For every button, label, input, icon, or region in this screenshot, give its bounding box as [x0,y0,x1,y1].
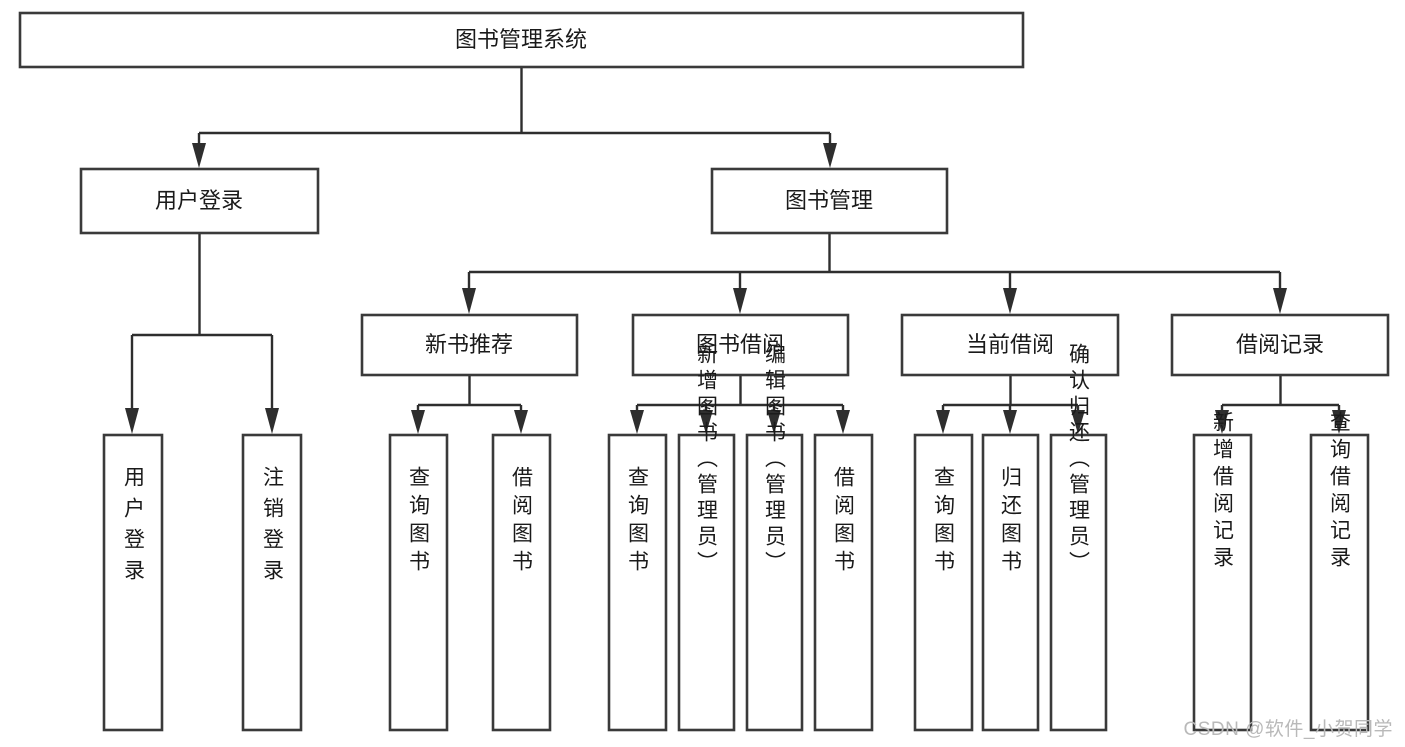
arrow-head-icon [699,410,713,434]
leaf-label: 查询图书 [407,466,431,578]
leaf-current-borrow-1[interactable]: 查询图书 [913,433,974,732]
connector-user-login-to-leaves [125,233,279,434]
node-new-book-recommend[interactable]: 新书推荐 [360,313,579,377]
leaf-new-book-1[interactable]: 查询图书 [388,433,449,732]
arrow-head-icon [462,288,476,314]
connector-book-borrow-to-leaves [630,375,850,434]
node-user-login-box[interactable] [79,167,320,235]
node-current-borrow-label: 当前借阅 [966,332,1054,357]
node-book-manage-label: 图书管理 [785,188,873,213]
node-root-box[interactable] [18,11,1025,69]
arrow-head-icon [630,410,644,434]
leaf-box[interactable] [677,433,736,732]
arrow-head-icon [936,410,950,434]
node-book-manage-box[interactable] [710,167,949,235]
node-user-login[interactable]: 用户登录 [79,167,320,235]
connector-current-borrow-to-leaves [936,375,1085,434]
leaf-book-borrow-3[interactable]: 编辑图书（管理员） [745,343,804,732]
leaf-box[interactable] [241,433,303,732]
leaf-label: 新增图书（管理员） [695,343,719,577]
node-borrow-records[interactable]: 借阅记录 [1170,313,1390,377]
leaf-label: 查询图书 [932,466,956,578]
arrow-head-icon [836,410,850,434]
leaf-box[interactable] [745,433,804,732]
leaf-user-login-2[interactable]: 注销登录 [241,433,303,732]
connector-new-book-to-leaves [411,375,528,434]
arrow-head-icon [1273,288,1287,314]
leaf-box[interactable] [813,433,874,732]
node-root-label: 图书管理系统 [455,27,587,52]
leaf-label: 借阅图书 [510,466,534,578]
connector-borrow-records-to-leaves [1215,375,1346,434]
connector-root-to-level2 [192,67,837,168]
leaf-book-borrow-4[interactable]: 借阅图书 [813,433,874,732]
node-user-login-label: 用户登录 [155,188,243,213]
connector-book-manage-to-level3 [462,233,1287,314]
leaf-box[interactable] [102,433,164,732]
leaf-label: 查询借阅记录 [1328,411,1352,573]
leaf-box[interactable] [1192,433,1253,732]
arrow-head-icon [1071,410,1085,434]
node-borrow-records-box[interactable] [1170,313,1390,377]
leaf-box[interactable] [491,433,552,732]
arrow-head-icon [733,288,747,314]
node-new-book-recommend-label: 新书推荐 [425,332,513,357]
leaf-label: 借阅图书 [832,466,856,578]
leaf-label: 归还图书 [999,466,1023,578]
arrow-head-icon [1003,288,1017,314]
arrow-head-icon [265,408,279,434]
node-borrow-records-label: 借阅记录 [1236,332,1324,357]
leaf-current-borrow-3[interactable]: 确认归还（管理员） [1049,343,1108,732]
leaf-label: 编辑图书（管理员） [763,343,787,577]
leaf-new-book-2[interactable]: 借阅图书 [491,433,552,732]
leaf-box[interactable] [913,433,974,732]
node-new-book-recommend-box[interactable] [360,313,579,377]
arrow-head-icon [125,408,139,434]
leaf-box[interactable] [981,433,1040,732]
leaf-box[interactable] [1049,433,1108,732]
leaf-label: 确认归还（管理员） [1067,343,1091,577]
arrow-head-icon [1003,410,1017,434]
node-book-borrow-label: 图书借阅 [696,332,784,357]
arrow-head-icon [411,410,425,434]
node-root[interactable]: 图书管理系统 [18,11,1025,69]
arrow-head-icon [1215,410,1229,434]
node-current-borrow-box[interactable] [900,313,1120,377]
arrow-head-icon [1332,410,1346,434]
arrow-head-icon [823,143,837,168]
node-book-borrow[interactable]: 图书借阅 [631,313,850,377]
leaf-book-borrow-1[interactable]: 查询图书 [607,433,668,732]
node-book-manage[interactable]: 图书管理 [710,167,949,235]
leaf-borrow-records-1[interactable]: 新增借阅记录 [1192,411,1253,732]
leaf-label: 用户登录 [122,466,146,590]
leaf-label: 注销登录 [261,466,285,590]
leaf-box[interactable] [388,433,449,732]
leaf-label: 查询图书 [626,466,650,578]
leaf-borrow-records-2[interactable]: 查询借阅记录 [1309,411,1370,732]
leaf-book-borrow-2[interactable]: 新增图书（管理员） [677,343,736,732]
node-current-borrow[interactable]: 当前借阅 [900,313,1120,377]
arrow-head-icon [514,410,528,434]
leaf-box[interactable] [1309,433,1370,732]
leaf-box[interactable] [607,433,668,732]
arrow-head-icon [767,410,781,434]
leaf-label: 新增借阅记录 [1211,411,1235,573]
leaf-user-login-1[interactable]: 用户登录 [102,433,164,732]
leaf-current-borrow-2[interactable]: 归还图书 [981,433,1040,732]
arrow-head-icon [192,143,206,168]
node-book-borrow-box[interactable] [631,313,850,377]
